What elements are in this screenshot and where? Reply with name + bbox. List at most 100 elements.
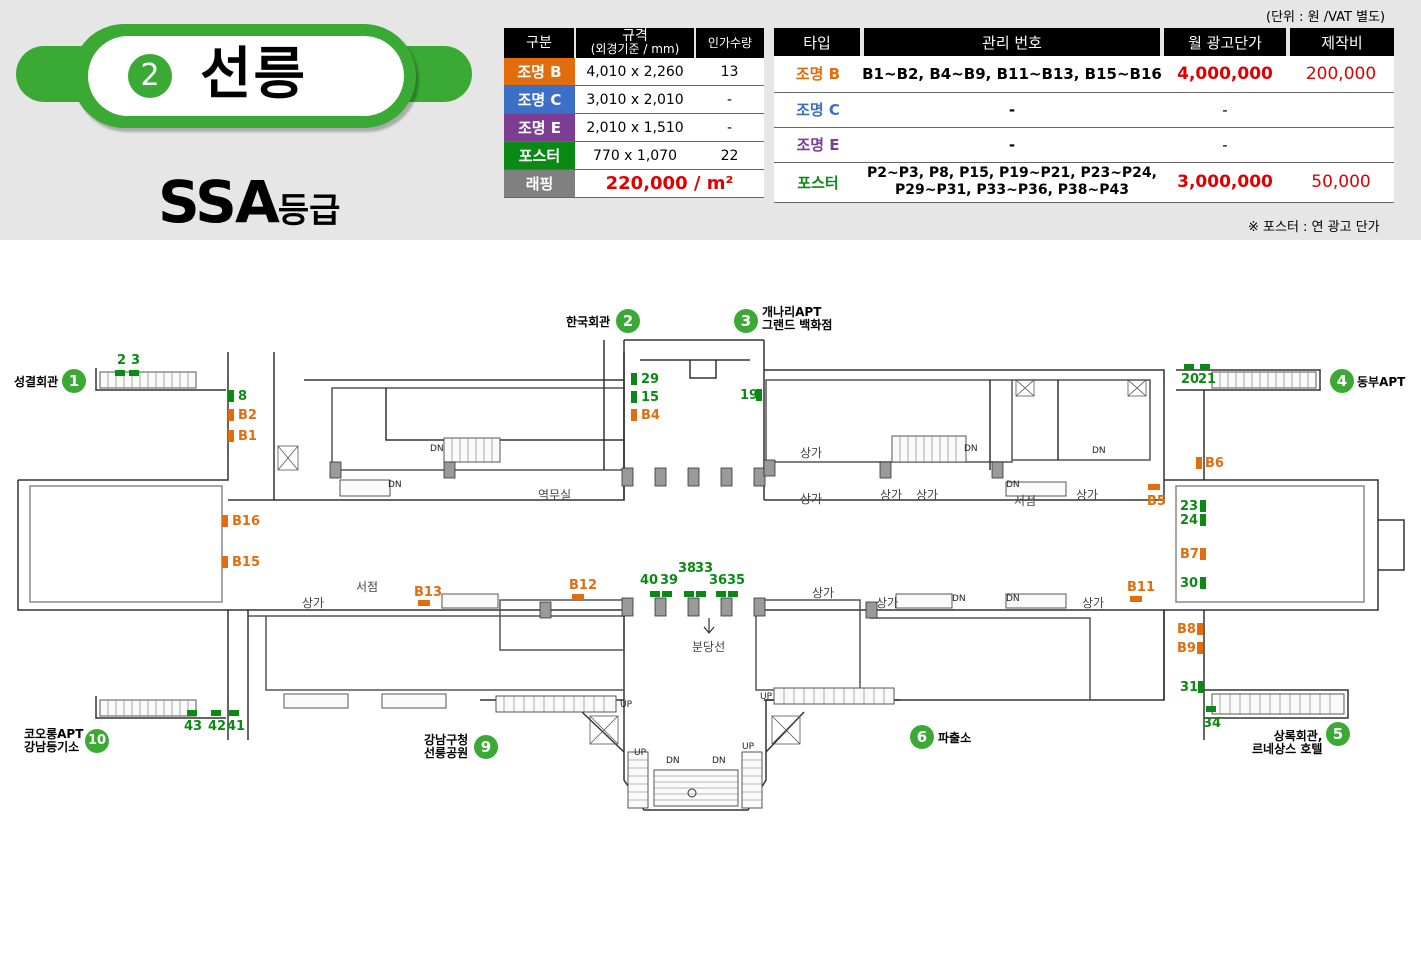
room-shop: 상가	[880, 488, 903, 502]
poster-marker	[229, 710, 239, 716]
exit-1-badge: 1	[62, 369, 86, 393]
poster-marker	[650, 591, 660, 597]
spec-qty: -	[695, 85, 764, 114]
price-monthly: -	[1162, 92, 1288, 128]
room-shop: 상가	[876, 596, 899, 610]
price-fee	[1288, 127, 1394, 163]
poster-marker	[728, 591, 738, 597]
light-marker	[1200, 548, 1206, 560]
exit-3-badge: 3	[734, 309, 758, 333]
price-monthly: -	[1162, 127, 1288, 163]
landmark-4-label: 동부APT	[1357, 375, 1406, 389]
landmark-2-label: 한국회관	[566, 315, 611, 329]
bundang-line-label: 분당선	[692, 640, 726, 654]
marker-label: 29	[641, 372, 660, 387]
marker-label: B1	[238, 429, 257, 444]
marker-label: 35	[727, 573, 746, 588]
spec-size: 3,010 x 2,010	[575, 85, 695, 114]
marker-label: B12	[569, 578, 597, 593]
light-marker	[1196, 457, 1202, 469]
light-marker	[572, 594, 584, 600]
poster-marker	[716, 591, 726, 597]
table-row: 조명 B B1~B2, B4~B9, B11~B13, B15~B16 4,00…	[774, 56, 1394, 93]
poster-marker	[187, 710, 197, 716]
table-row: 조명 C - -	[774, 92, 1394, 128]
stairs-down-label: DN	[430, 444, 444, 454]
marker-label: 23	[1180, 499, 1199, 514]
poster-marker	[1200, 364, 1210, 370]
stairs-up-label: UP	[760, 692, 773, 702]
stairs-down-label: DN	[964, 444, 978, 454]
marker-label: B6	[1205, 456, 1224, 471]
landmark-3-label: 개나리APT 그랜드 백화점	[762, 306, 832, 332]
poster-note: ※ 포스터 : 연 광고 단가	[1248, 220, 1380, 235]
marker-label: B8	[1177, 622, 1196, 637]
price-ids-line2: P29~P31, P33~P36, P38~P43	[894, 182, 1130, 198]
price-table: 타입 관리 번호 월 광고단가 제작비 조명 B B1~B2, B4~B9, B…	[774, 28, 1394, 203]
marker-label: 3	[131, 353, 141, 368]
marker-label: 15	[641, 390, 660, 405]
price-header-type: 타입	[774, 28, 862, 56]
marker-label: B5	[1147, 494, 1166, 509]
exit-2-badge: 2	[616, 309, 640, 333]
marker-label: 33	[695, 561, 714, 576]
room-shop: 상가	[1076, 488, 1099, 502]
landmark-1-label: 성결회관	[14, 375, 59, 389]
table-row: 조명 E - -	[774, 127, 1394, 163]
stairs-down-label: DN	[1006, 480, 1020, 490]
landmark-9-line2: 선릉공원	[424, 746, 469, 760]
spec-type-light-e: 조명 E	[504, 113, 575, 142]
landmark-10-label: 코오롱APT 강남등기소	[24, 728, 83, 754]
spec-header-size: 규격 (외경기준 / mm)	[574, 28, 695, 58]
marker-label: 41	[227, 719, 246, 734]
stairs-up-label: UP	[742, 742, 755, 752]
exit-9-badge: 9	[474, 735, 498, 759]
spec-table: 구분 규격 (외경기준 / mm) 인가수량 조명 B 4,010 x 2,26…	[504, 28, 764, 198]
grade-main: SSA	[158, 168, 280, 236]
price-header-monthly: 월 광고단가	[1160, 28, 1288, 56]
marker-label: 8	[238, 389, 248, 404]
stairs-up-label: UP	[634, 748, 647, 758]
spec-size: 2,010 x 1,510	[575, 113, 695, 142]
station-name: 선릉	[200, 42, 308, 107]
light-marker	[228, 409, 234, 421]
landmark-5-label: 상록회관, 르네상스 호텔	[1252, 730, 1322, 756]
price-ids: P2~P3, P8, P15, P19~P21, P23~P24, P29~P3…	[862, 162, 1162, 203]
poster-marker	[228, 390, 234, 402]
marker-label: 24	[1180, 513, 1199, 528]
stairs-down-label: DN	[1092, 446, 1106, 456]
poster-marker	[631, 391, 637, 403]
light-marker	[1130, 596, 1142, 602]
exit-4-badge: 4	[1330, 369, 1354, 393]
poster-marker	[662, 591, 672, 597]
light-marker	[1148, 484, 1160, 490]
poster-marker	[631, 373, 637, 385]
marker-label: 2	[117, 353, 127, 368]
landmark-5-line1: 상록회관,	[1273, 729, 1323, 743]
light-marker	[418, 600, 430, 606]
station-floor-plan	[17, 339, 1405, 811]
price-type-poster: 포스터	[774, 162, 862, 203]
unit-note: (단위 : 원 /VAT 별도)	[1266, 10, 1386, 25]
marker-label: 38	[678, 561, 697, 576]
price-ids: -	[862, 92, 1162, 128]
grade-label: SSA등급	[158, 168, 340, 236]
stairs-down-label: DN	[1006, 594, 1020, 604]
spec-header-qty: 인가수량	[694, 28, 764, 58]
spec-size: 770 x 1,070	[575, 141, 695, 170]
spec-type-poster: 포스터	[504, 141, 575, 170]
landmark-6-label: 파출소	[938, 731, 972, 745]
spec-type-wrapping: 래핑	[504, 169, 575, 198]
spec-qty: -	[695, 113, 764, 142]
marker-label: B15	[232, 555, 260, 570]
room-bookstore: 서점	[356, 580, 379, 594]
price-type-light-e: 조명 E	[774, 127, 862, 163]
table-row: 조명 C 3,010 x 2,010 -	[504, 85, 764, 114]
poster-marker	[211, 710, 221, 716]
light-marker	[1197, 623, 1203, 635]
stairs-down-label: DN	[712, 756, 726, 766]
price-type-light-c: 조명 C	[774, 92, 862, 128]
marker-label: B2	[238, 408, 257, 423]
poster-marker	[1184, 364, 1194, 370]
marker-label: 20	[1181, 372, 1200, 387]
